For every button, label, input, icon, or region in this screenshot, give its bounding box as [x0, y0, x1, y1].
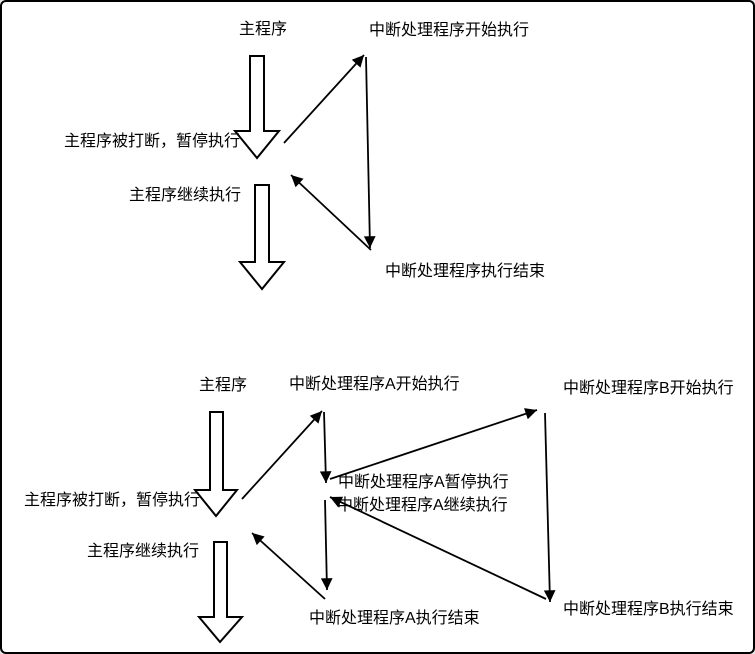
label-main-interrupted-bottom: 主程序被打断，暂停执行 [24, 492, 201, 509]
arrow-to-a-start [241, 410, 323, 500]
label-a-start: 中断处理程序A开始执行 [289, 376, 460, 393]
label-main-program-top: 主程序 [239, 21, 288, 38]
label-b-start: 中断处理程序B开始执行 [563, 380, 734, 397]
b-execution-line [543, 412, 556, 603]
arrow-to-interrupt-start [283, 54, 365, 144]
main-flow-block-arrow-top-1 [232, 55, 282, 160]
main-flow-block-arrow-bottom-2 [196, 541, 245, 644]
arrow-return-to-main [290, 174, 372, 251]
main-flow-block-arrow-top-2 [237, 184, 287, 291]
label-interrupt-start: 中断处理程序开始执行 [369, 22, 530, 39]
label-interrupt-end: 中断处理程序执行结束 [385, 263, 546, 280]
label-a-end: 中断处理程序A执行结束 [309, 610, 480, 627]
arrow-return-to-main-2 [251, 532, 326, 600]
label-a-resume: 中断处理程序A继续执行 [337, 497, 508, 514]
arrow-return-to-a [329, 496, 547, 600]
label-main-interrupted-top: 主程序被打断，暂停执行 [64, 133, 241, 150]
label-main-resume-top: 主程序继续执行 [129, 187, 242, 204]
a-execution-line-1 [319, 411, 332, 484]
arrow-to-b-start [329, 408, 538, 480]
label-main-program-bottom: 主程序 [199, 377, 248, 394]
interrupt-execution-line [363, 56, 376, 249]
a-execution-line-2 [320, 499, 333, 591]
main-flow-block-arrow-bottom-1 [192, 411, 240, 518]
label-b-end: 中断处理程序B执行结束 [563, 601, 734, 618]
label-a-pause: 中断处理程序A暂停执行 [338, 474, 509, 491]
label-main-resume-bottom: 主程序继续执行 [87, 543, 200, 560]
